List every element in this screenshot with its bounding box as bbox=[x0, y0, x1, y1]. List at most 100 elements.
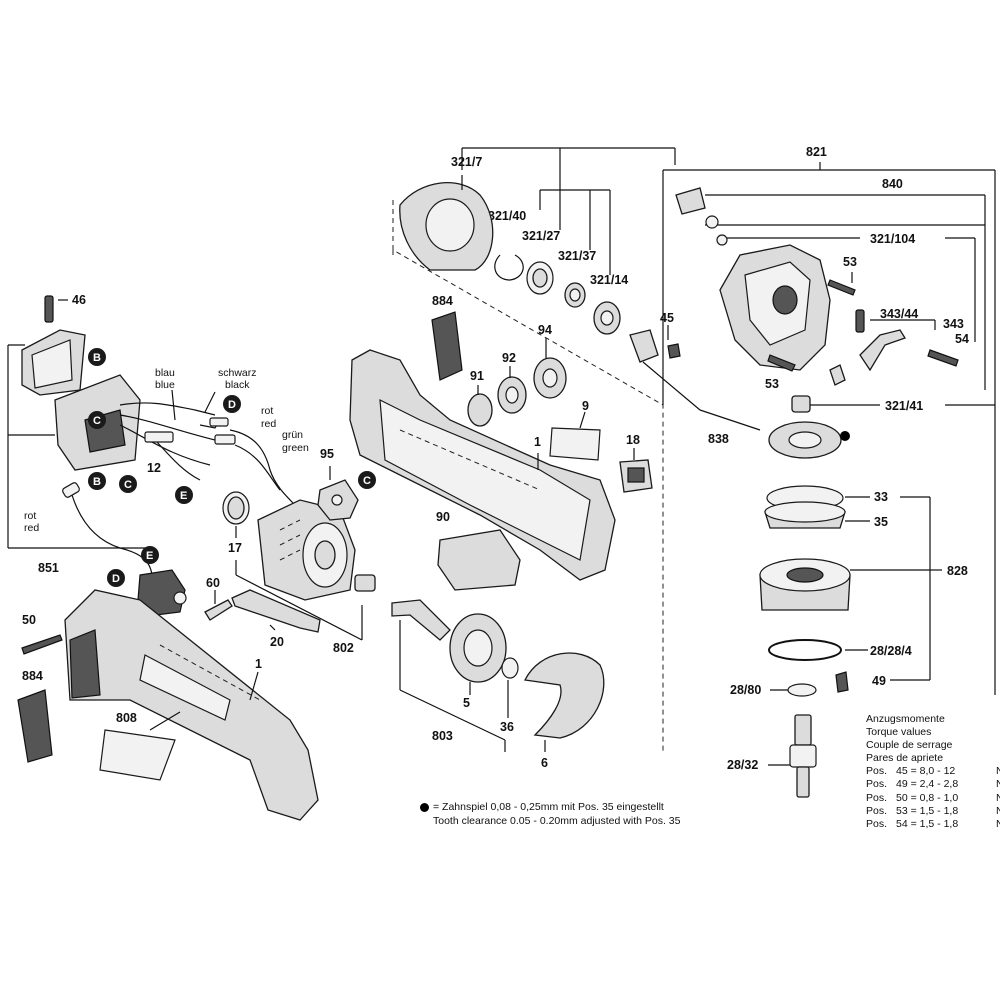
part-94 bbox=[533, 357, 567, 399]
red-wire bbox=[62, 482, 153, 576]
part-95 bbox=[317, 479, 359, 521]
svg-text:D: D bbox=[228, 399, 236, 411]
label-321-7: 321/7 bbox=[451, 155, 482, 169]
shaft-and-gear-5 bbox=[391, 599, 507, 695]
label-50: 50 bbox=[22, 613, 36, 627]
part-90 bbox=[437, 529, 521, 591]
cover-884-left bbox=[17, 689, 53, 763]
label-1a: 1 bbox=[534, 435, 541, 449]
main-housing bbox=[349, 349, 616, 581]
oring-28-28-4 bbox=[768, 639, 842, 661]
label-94: 94 bbox=[538, 323, 552, 337]
torque-title-ro: Pares de apriete bbox=[866, 752, 944, 765]
label-90: 90 bbox=[436, 510, 450, 524]
part-91 bbox=[467, 393, 493, 427]
label-321-27: 321/27 bbox=[522, 229, 560, 243]
label-53b: 53 bbox=[765, 377, 779, 391]
label-45: 45 bbox=[660, 311, 674, 325]
label-838: 838 bbox=[708, 432, 729, 446]
torque-row: Pos.49 = 2,4 - 2,8Nm bbox=[866, 778, 1000, 791]
label-54: 54 bbox=[955, 332, 969, 346]
center-dashed-frame bbox=[392, 200, 664, 752]
torque-row: Pos.50 = 0,8 - 1,0Nm bbox=[866, 791, 1000, 804]
label-828: 828 bbox=[947, 564, 968, 578]
label-33: 33 bbox=[874, 490, 888, 504]
label-60: 60 bbox=[206, 576, 220, 590]
connector-e-2: E bbox=[141, 546, 159, 564]
label-91: 91 bbox=[470, 369, 484, 383]
label-5: 5 bbox=[463, 696, 470, 710]
wire-labels: blau blue schwarz black rot red grün gre… bbox=[24, 367, 309, 534]
connector-c-3: C bbox=[358, 471, 376, 489]
connector-e-1: E bbox=[175, 486, 193, 504]
label-17: 17 bbox=[228, 541, 242, 555]
label-28-80: 28/80 bbox=[730, 683, 761, 697]
svg-text:E: E bbox=[146, 550, 153, 562]
svg-text:D: D bbox=[112, 573, 120, 585]
torque-title-fr: Couple de serrage bbox=[866, 739, 953, 752]
label-12: 12 bbox=[147, 461, 161, 475]
label-18: 18 bbox=[626, 433, 640, 447]
note-dot-marker bbox=[840, 431, 850, 441]
connector-c-1: C bbox=[88, 411, 106, 429]
note-bullet-icon bbox=[420, 802, 429, 812]
lever-343 bbox=[829, 309, 959, 386]
label-92: 92 bbox=[502, 351, 516, 365]
bracket-802 bbox=[235, 560, 363, 641]
switch-bracket bbox=[21, 329, 141, 471]
label-321-37: 321/37 bbox=[558, 249, 596, 263]
cover-321-7 bbox=[399, 175, 494, 271]
part-60 bbox=[204, 590, 233, 621]
torque-title-de: Anzugsmomente bbox=[866, 713, 945, 725]
svg-text:C: C bbox=[363, 475, 371, 487]
bearing-321-14 bbox=[593, 301, 621, 335]
connector-bubbles: B C D B C E C E D bbox=[88, 348, 376, 587]
wire-label-schwarz: schwarz bbox=[218, 367, 257, 379]
label-321-14: 321/14 bbox=[590, 273, 628, 287]
label-802: 802 bbox=[333, 641, 354, 655]
guard-6 bbox=[524, 652, 605, 739]
label-95: 95 bbox=[320, 447, 334, 461]
top-bracket-321 bbox=[461, 147, 676, 275]
pinion-45 bbox=[629, 329, 681, 363]
label-53a: 53 bbox=[843, 255, 857, 269]
bearing-321-41 bbox=[791, 395, 811, 413]
label-840: 840 bbox=[882, 177, 903, 191]
gear-housing bbox=[719, 244, 831, 371]
label-821: 821 bbox=[806, 145, 827, 159]
wire-label-green: green bbox=[282, 442, 309, 454]
connector-c-2: C bbox=[119, 475, 137, 493]
torque-row: Pos.54 = 1,5 - 1,8Nm bbox=[866, 817, 1000, 830]
circlip-321-40 bbox=[494, 254, 524, 281]
label-46: 46 bbox=[72, 293, 86, 307]
bracket-803 bbox=[399, 620, 506, 752]
svg-text:B: B bbox=[93, 476, 101, 488]
wire-label-red: red bbox=[261, 418, 276, 430]
wire-label-rot-2: rot bbox=[24, 510, 36, 522]
left-bracket-lines bbox=[7, 344, 150, 549]
label-28-28-4: 28/28/4 bbox=[870, 644, 912, 658]
label-9: 9 bbox=[582, 399, 589, 413]
svg-text:C: C bbox=[124, 479, 132, 491]
label-321-40: 321/40 bbox=[488, 209, 526, 223]
wire-label-gruen: grün bbox=[282, 429, 303, 441]
note-en: Tooth clearance 0.05 - 0.20mm adjusted w… bbox=[433, 815, 681, 827]
flange-35 bbox=[764, 501, 846, 529]
motor bbox=[257, 499, 356, 601]
part-802-bearing bbox=[354, 574, 376, 592]
label-808: 808 bbox=[116, 711, 137, 725]
wire-label-blau: blau bbox=[155, 367, 175, 379]
washer-28-80 bbox=[787, 683, 817, 697]
svg-text:C: C bbox=[93, 415, 101, 427]
connector-b-2: B bbox=[88, 472, 106, 490]
spindle-28-32 bbox=[789, 714, 817, 798]
label-49: 49 bbox=[872, 674, 886, 688]
connector-b-1: B bbox=[88, 348, 106, 366]
label-321-104: 321/104 bbox=[870, 232, 915, 246]
label-884b: 884 bbox=[22, 669, 43, 683]
label-plate-808 bbox=[99, 711, 181, 781]
torque-row: Pos.53 = 1,5 - 1,8Nm bbox=[866, 804, 1000, 817]
label-343-44: 343/44 bbox=[880, 307, 918, 321]
bevel-gear bbox=[768, 421, 842, 459]
